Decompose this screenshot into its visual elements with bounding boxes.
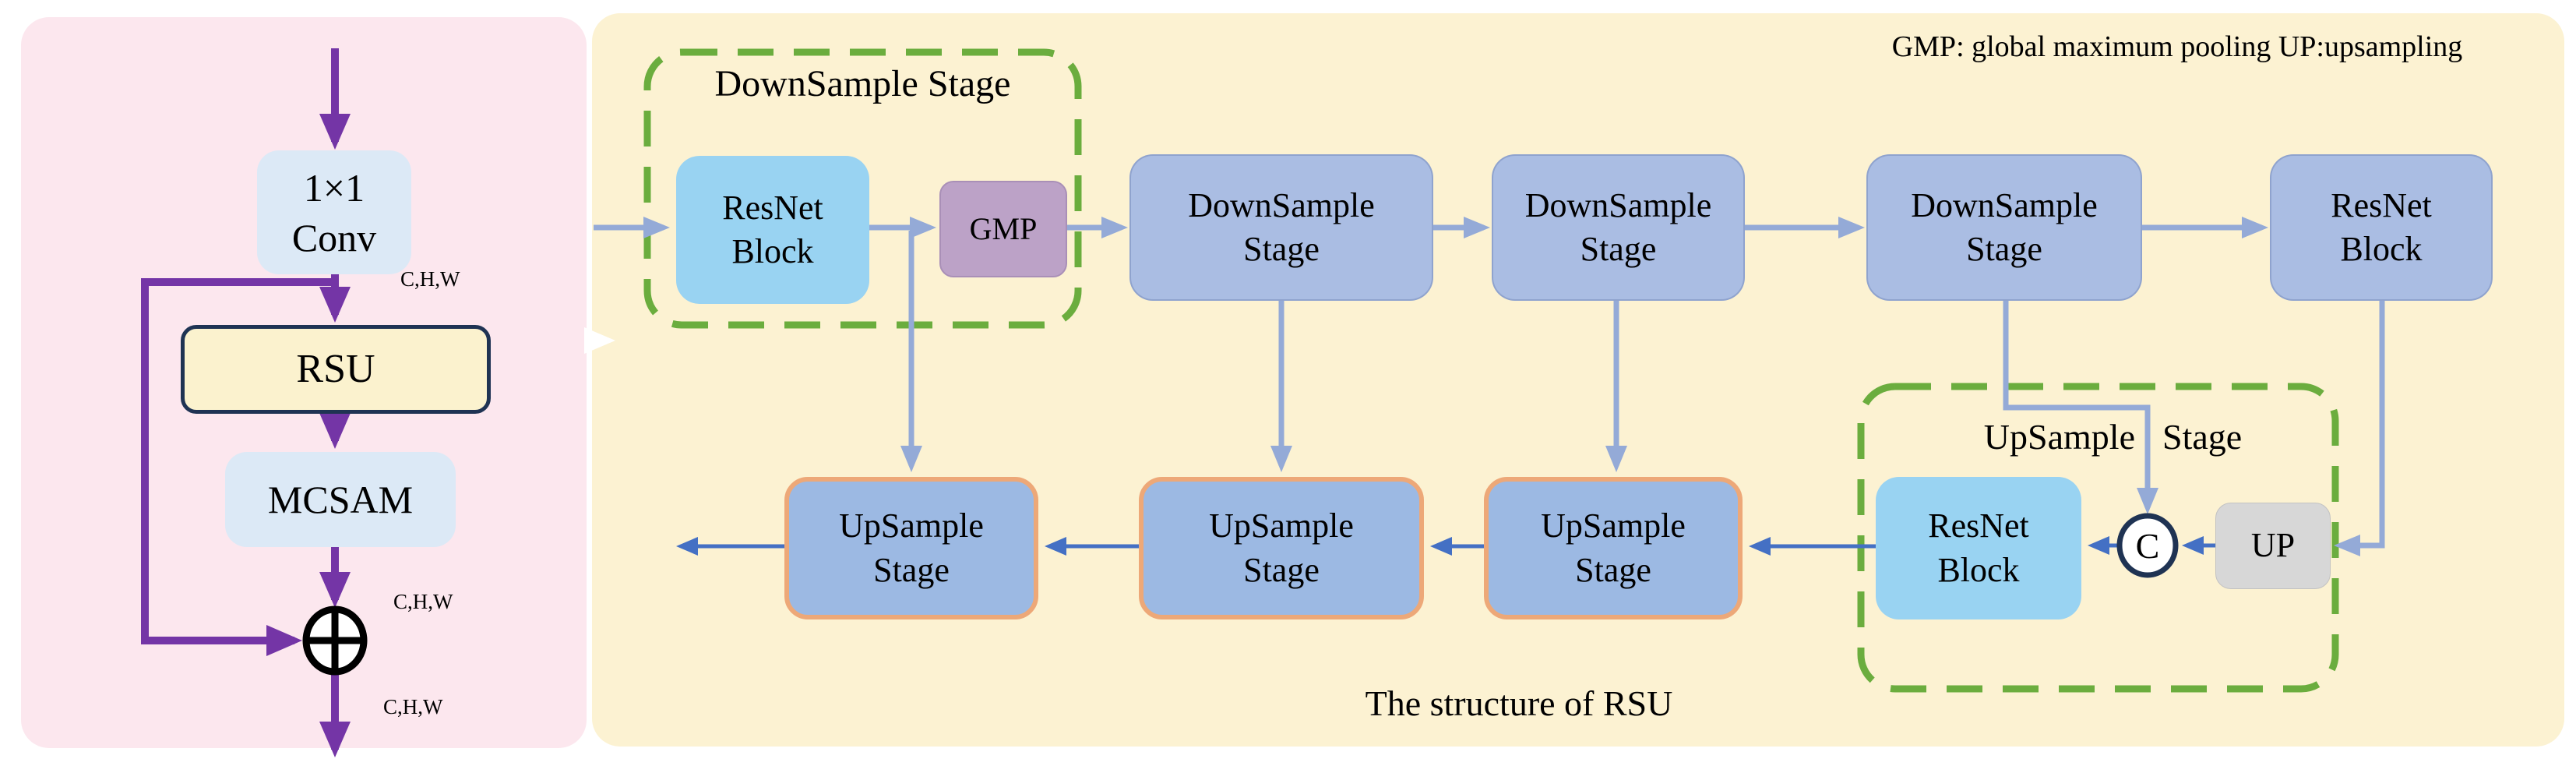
- upsample-group-label-word2: Stage: [2162, 417, 2243, 457]
- resnet-block-right-label: ResNet Block: [2331, 185, 2432, 268]
- upsample-stage-a-label: UpSample Stage: [839, 507, 984, 589]
- conv-1x1-box: 1×1 Conv: [257, 150, 411, 274]
- downsample-stage-4-label: DownSample Stage: [1911, 185, 2098, 268]
- skip-drop-to-concat-arrow: [2003, 301, 2158, 514]
- resnet-block-upsample-label: ResNet Block: [1928, 507, 2029, 589]
- sum-node: [302, 605, 368, 676]
- panel-link-arrow: [584, 327, 615, 354]
- downsample-stage-2-box: DownSample Stage: [1129, 154, 1433, 301]
- upsample-stage-b-label: UpSample Stage: [1209, 507, 1354, 589]
- upsample-group-label-word1: UpSample: [1983, 417, 2135, 457]
- upsample-stage-a-box: UpSample Stage: [784, 477, 1038, 619]
- dims-label-conv: C,H,W: [400, 267, 460, 291]
- rsu-box: RSU: [181, 325, 491, 414]
- resnet-block-right-box: ResNet Block: [2270, 154, 2493, 301]
- gmp-box: GMP: [939, 181, 1067, 277]
- up-box: UP: [2215, 503, 2331, 589]
- mcsam-box: MCSAM: [225, 452, 456, 547]
- rsu-label: RSU: [296, 346, 375, 391]
- downsample-group-outline: [643, 48, 1082, 329]
- resnet-block-upsample-box: ResNet Block: [1876, 477, 2081, 619]
- upsample-stage-b-box: UpSample Stage: [1139, 477, 1424, 619]
- dark-connectors: [676, 536, 2215, 556]
- mcsam-label: MCSAM: [267, 478, 414, 521]
- gmp-label: GMP: [969, 211, 1038, 247]
- concat-node: C: [2116, 513, 2179, 578]
- upsample-stage-c-label: UpSample Stage: [1541, 507, 1686, 589]
- caption-text: The structure of RSU: [1365, 683, 1673, 723]
- downsample-stage-4-box: DownSample Stage: [1866, 154, 2142, 301]
- upsample-stage-c-box: UpSample Stage: [1484, 477, 1743, 619]
- dims-label-output: C,H,W: [383, 695, 443, 718]
- resnet-block-1-box: ResNet Block: [676, 156, 869, 304]
- conv-1x1-label: 1×1 Conv: [291, 165, 377, 259]
- up-label: UP: [2250, 526, 2296, 565]
- skip-connection-arrow: [141, 278, 335, 656]
- purple-flow-arrows: [141, 48, 351, 757]
- downsample-stage-3-label: DownSample Stage: [1524, 185, 1712, 268]
- downsample-group-label: DownSample Stage: [714, 63, 1011, 104]
- downsample-stage-3-box: DownSample Stage: [1492, 154, 1745, 301]
- resnet-to-up-arrow: [2334, 301, 2385, 556]
- dims-label-sum: C,H,W: [393, 590, 453, 613]
- pale-connectors: [594, 217, 2385, 556]
- concat-label: C: [2136, 526, 2160, 566]
- rsu-structure-panel: [592, 13, 2564, 747]
- legend-text: GMP: global maximum pooling UP:upsamplin…: [1891, 30, 2463, 63]
- downsample-stage-2-label: DownSample Stage: [1188, 185, 1375, 268]
- resnet-block-1-label: ResNet Block: [722, 188, 823, 270]
